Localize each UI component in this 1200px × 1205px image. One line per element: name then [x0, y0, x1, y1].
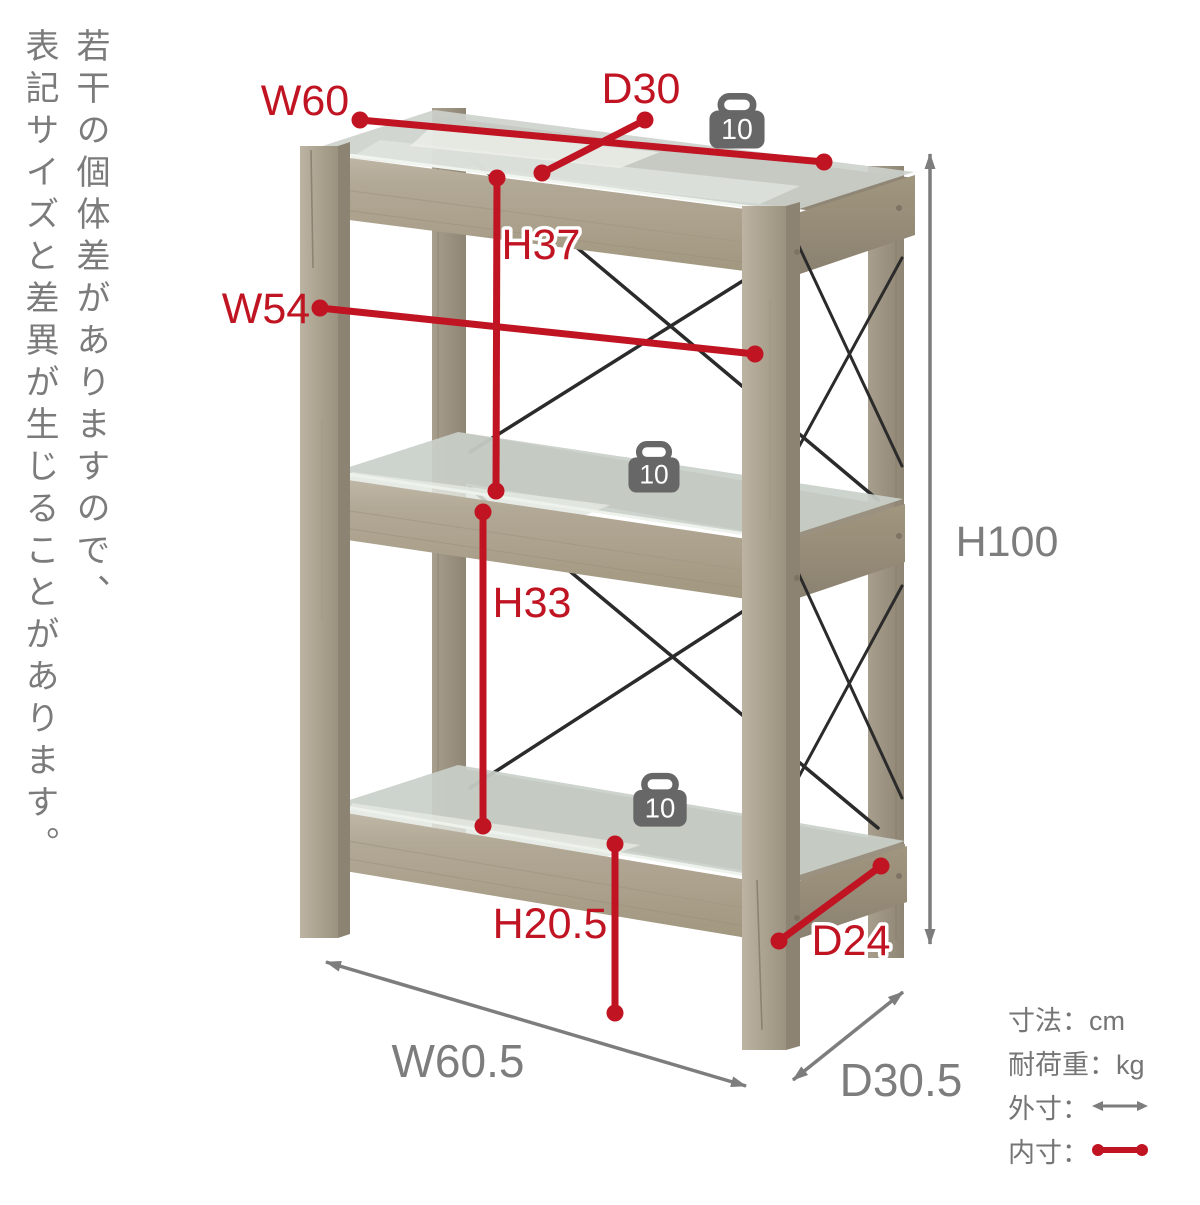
inner-dimension-lines: [311, 111, 890, 1022]
weight-badge-bottom-value: 10: [645, 792, 676, 823]
dimension-label-d30: D30: [602, 65, 681, 113]
weight-badge-top-value: 10: [721, 114, 753, 146]
legend-load-unit: 耐荷重：kg: [1008, 1040, 1149, 1084]
dimension-line-d30: [533, 111, 654, 182]
weight-badge-middle: 10: [628, 441, 680, 493]
legend-dimension-unit: 寸法：cm: [1008, 996, 1149, 1040]
outer-dimension-arrow-icon: [1092, 1101, 1148, 1111]
notice-text-line2: 表記サイズと差異が生じることがあります。: [20, 28, 58, 868]
dimension-line-h205: [606, 835, 624, 1022]
dimension-line-w60: [351, 111, 833, 171]
dimension-label-w605: W60.5: [392, 1035, 525, 1087]
total-depth-line: [791, 990, 905, 1082]
dimension-line-d24: [770, 857, 890, 950]
legend-dimension-unit-label: 寸法：cm: [1008, 1005, 1125, 1036]
dimension-line-w54: [311, 299, 764, 363]
dimension-label-w54: W54: [222, 285, 310, 333]
legend: 寸法：cm 耐荷重：kg 外寸： 内寸：: [1008, 996, 1149, 1172]
weight-badge-bottom: 10: [633, 772, 687, 827]
dimension-label-w60: W60: [261, 77, 349, 125]
dimension-label-h100: H100: [956, 518, 1059, 566]
total-width-line: [325, 960, 747, 1088]
outer-dimension-lines: [325, 153, 936, 1088]
legend-inner-dimension: 内寸：: [1008, 1128, 1149, 1172]
dimension-line-h33: [474, 503, 492, 835]
screw-details: [794, 205, 902, 921]
inner-dimension-line-icon: [1092, 1144, 1148, 1156]
front-left-leg: [300, 142, 350, 938]
legend-inner-label: 内寸：: [1008, 1137, 1089, 1168]
dimension-label-h37: H37: [502, 221, 581, 269]
dimension-label-h205: H20.5: [493, 900, 608, 948]
middle-shelf: [327, 432, 905, 604]
dimension-label-h33: H33: [493, 579, 572, 627]
notice-text-line1: 若干の個体差がありますので、: [71, 28, 109, 616]
legend-outer-dimension: 外寸：: [1008, 1084, 1149, 1128]
dimension-line-h37: [487, 169, 506, 500]
dimension-label-d305: D30.5: [840, 1054, 963, 1106]
top-shelf: [303, 110, 915, 277]
legend-load-unit-label: 耐荷重：kg: [1008, 1049, 1145, 1080]
legend-outer-label: 外寸：: [1008, 1093, 1089, 1124]
weight-badge-middle-value: 10: [639, 460, 668, 490]
side-cross-wires: [794, 238, 904, 800]
front-right-leg: [742, 202, 800, 1050]
dimension-label-d24: D24: [812, 917, 891, 965]
weight-badge-top: 10: [709, 92, 765, 149]
